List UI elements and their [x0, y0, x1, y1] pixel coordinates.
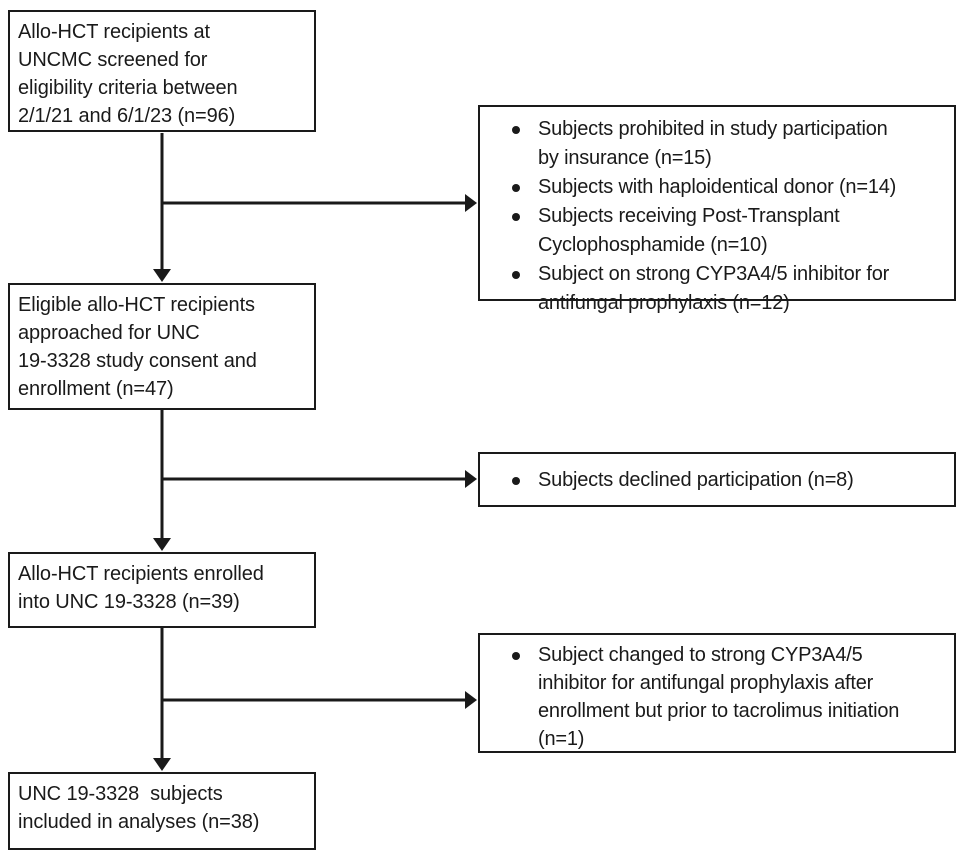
box-screened-text: Allo-HCT recipients at UNCMC screened fo… — [18, 21, 238, 127]
list-item: Subject changed to strong CYP3A4/5 inhib… — [512, 641, 950, 753]
box-analyzed: UNC 19-3328 subjects included in analyse… — [8, 772, 316, 850]
box-enrolled-text: Allo-HCT recipients enrolled into UNC 19… — [18, 563, 264, 613]
exclusion-text: Subject changed to strong CYP3A4/5 inhib… — [538, 644, 900, 750]
post-enrollment-exclusion-list: Subject changed to strong CYP3A4/5 inhib… — [480, 635, 954, 757]
list-item: Subjects with haploidentical donor (n=14… — [512, 173, 950, 202]
list-item: Subject on strong CYP3A4/5 inhibitor for… — [512, 260, 950, 318]
box-approached: Eligible allo-HCT recipients approached … — [8, 283, 316, 410]
list-item: Subjects prohibited in study participati… — [512, 115, 950, 173]
exclusion-text: Subjects receiving Post-Transplant Cyclo… — [538, 205, 840, 256]
list-item: Subjects declined participation (n=8) — [512, 466, 854, 494]
box-enrolled: Allo-HCT recipients enrolled into UNC 19… — [8, 552, 316, 628]
bullet-icon — [512, 476, 520, 485]
arrowhead-screened-to-approached — [153, 269, 171, 282]
box-declined: Subjects declined participation (n=8) — [478, 452, 956, 507]
arrowhead-to-post-enrollment-exclusion — [465, 691, 477, 709]
arrowhead-enrolled-to-analyzed — [153, 758, 171, 771]
arrowhead-approached-to-enrolled — [153, 538, 171, 551]
bullet-icon — [512, 184, 520, 192]
bullet-icon — [512, 126, 520, 134]
exclusion-text: Subjects prohibited in study participati… — [538, 118, 888, 169]
exclusion-text: Subjects declined participation (n=8) — [538, 468, 854, 491]
box-screened: Allo-HCT recipients at UNCMC screened fo… — [8, 10, 316, 132]
bullet-icon — [512, 271, 520, 279]
bullet-icon — [512, 652, 520, 660]
box-screening-exclusions: Subjects prohibited in study participati… — [478, 105, 956, 314]
exclusion-text: Subject on strong CYP3A4/5 inhibitor for… — [538, 263, 890, 314]
box-approached-text: Eligible allo-HCT recipients approached … — [18, 294, 257, 400]
bullet-icon — [512, 213, 520, 221]
list-item: Subjects receiving Post-Transplant Cyclo… — [512, 202, 950, 260]
arrowhead-to-screening-exclusions — [465, 194, 477, 212]
screening-exclusions-list: Subjects prohibited in study participati… — [480, 107, 954, 322]
box-analyzed-text: UNC 19-3328 subjects included in analyse… — [18, 783, 260, 833]
declined-list: Subjects declined participation (n=8) — [480, 466, 858, 494]
exclusion-text: Subjects with haploidentical donor (n=14… — [538, 176, 897, 198]
box-post-enrollment-exclusion: Subject changed to strong CYP3A4/5 inhib… — [478, 633, 956, 753]
arrowhead-to-declined — [465, 470, 477, 488]
